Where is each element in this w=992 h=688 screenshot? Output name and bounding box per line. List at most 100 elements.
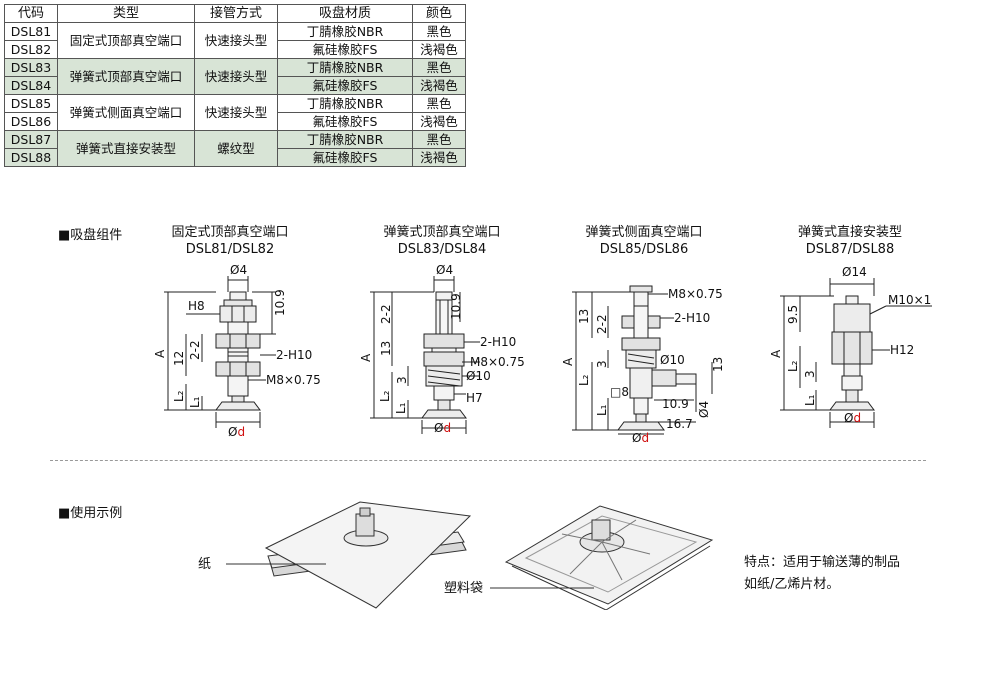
dia-4-label: Ø4 — [697, 401, 711, 418]
m8-label: M8×0.75 — [266, 373, 320, 387]
code-cell: DSL87 — [4, 130, 58, 149]
code-cell: DSL81 — [4, 22, 58, 41]
connection-cell: 螺纹型 — [194, 130, 278, 167]
connection-cell: 快速接头型 — [194, 58, 278, 95]
diameter-symbol: Ø — [844, 411, 853, 425]
dim-13b-label: 13 — [711, 357, 725, 372]
table-row: DSL81 固定式顶部真空端口 快速接头型 丁腈橡胶NBR 黑色 — [4, 22, 466, 59]
table-row: DSL87 弹簧式直接安装型 螺纹型 丁腈橡胶NBR 黑色 — [4, 130, 466, 167]
d-symbol: d — [641, 431, 649, 445]
dia-d-label: Ød — [844, 411, 861, 425]
type-cell: 固定式顶部真空端口 — [57, 22, 195, 59]
type-cell: 弹簧式顶部真空端口 — [57, 58, 195, 95]
dim-10-9-label: 10.9 — [449, 293, 463, 320]
dim-16-7-label: 16.7 — [666, 417, 693, 431]
diagram-title: 弹簧式直接安装型 — [797, 225, 902, 240]
l1-label: L₁ — [595, 404, 609, 416]
color-cell: 浅褐色 — [412, 148, 466, 167]
material-cell: 氟硅橡胶FS — [277, 76, 413, 95]
material-cell: 丁腈橡胶NBR — [277, 130, 413, 149]
dim-13-label: 13 — [379, 341, 393, 356]
spec-table: 代码 类型 接管方式 吸盘材质 颜色 DSL81 固定式顶部真空端口 快速接头型… — [4, 4, 466, 167]
code-cell: DSL83 — [4, 58, 58, 77]
diagram-title: 弹簧式顶部真空端口 — [383, 225, 501, 240]
l2-label: L₂ — [378, 390, 392, 402]
material-cell: 丁腈橡胶NBR — [277, 22, 413, 41]
diagram-fixed-top-port: Ø4 H8 10.9 A 12 2-2 2-H10 M8×0.75 L₂ L₁ … — [153, 263, 320, 439]
d-symbol: d — [853, 411, 861, 425]
h8-label: H8 — [188, 299, 205, 313]
h12-label: H12 — [890, 343, 914, 357]
dim-2-2-label: 2-2 — [379, 304, 393, 324]
dim-2-2-label: 2-2 — [188, 340, 202, 360]
dim-a-label: A — [769, 349, 783, 358]
usage-illustration: 纸 塑料袋 — [198, 501, 714, 610]
paper-label: 纸 — [198, 557, 211, 572]
d-symbol: d — [443, 421, 451, 435]
type-cell: 弹簧式侧面真空端口 — [57, 94, 195, 131]
table-row: DSL85 弹簧式侧面真空端口 快速接头型 丁腈橡胶NBR 黑色 — [4, 94, 466, 131]
diagram-codes: DSL85/DSL86 — [599, 242, 689, 257]
color-cell: 浅褐色 — [412, 76, 466, 95]
h10-label: 2-H10 — [276, 348, 312, 362]
code-cell: DSL86 — [4, 112, 58, 131]
header-material: 吸盘材质 — [277, 4, 413, 23]
l1-label: L₁ — [803, 394, 817, 406]
dim-13-label: 13 — [577, 309, 591, 324]
dim-3-label: 3 — [803, 370, 817, 378]
header-color: 颜色 — [412, 4, 466, 23]
dim-3-label: 3 — [395, 376, 409, 384]
table-header-row: 代码 类型 接管方式 吸盘材质 颜色 — [4, 4, 466, 23]
plastic-bag-stack — [504, 505, 714, 610]
header-connection: 接管方式 — [194, 4, 278, 23]
dia-d-label: Ød — [632, 431, 649, 445]
h7-label: H7 — [466, 391, 483, 405]
m10-label: M10×1 — [888, 293, 931, 307]
dim-3-label: 3 — [595, 360, 609, 368]
code-cell: DSL88 — [4, 148, 58, 167]
table-row: DSL83 弹簧式顶部真空端口 快速接头型 丁腈橡胶NBR 黑色 — [4, 58, 466, 95]
dim-10-9-label: 10.9 — [662, 397, 689, 411]
material-cell: 丁腈橡胶NBR — [277, 94, 413, 113]
feature-note-line-1: 特点：适用于输送薄的制品 — [744, 555, 901, 570]
paper-stack — [264, 501, 472, 609]
diagram-codes: DSL81/DSL82 — [185, 242, 275, 257]
color-cell: 黑色 — [412, 22, 466, 41]
section-divider — [50, 460, 926, 461]
m8-label: M8×0.75 — [470, 355, 525, 369]
dia-10-label: Ø10 — [660, 353, 685, 367]
l1-label: L₁ — [188, 396, 202, 408]
dim-a-label: A — [561, 357, 575, 366]
diagram-spring-top-port: Ø4 2-2 10.9 A 13 2-H10 M8×0.75 Ø10 3 H7 … — [359, 263, 525, 435]
dim-2-2-label: 2-2 — [595, 314, 609, 334]
l2-label: L₂ — [172, 390, 186, 402]
diameter-symbol: Ø — [228, 425, 237, 439]
diagram-3-title: 弹簧式侧面真空端口 DSL85/DSL86 — [564, 224, 724, 258]
dim-9-5-label: 9.5 — [786, 305, 800, 324]
diagram-2-title: 弹簧式顶部真空端口 DSL83/DSL84 — [362, 224, 522, 258]
diagram-spring-side-port: M8×0.75 2-H10 13 2-2 A 3 Ø10 13 □8 10.9 … — [561, 285, 725, 445]
dim-a-label: A — [153, 349, 167, 358]
square-8-label: □8 — [610, 385, 629, 399]
connection-cell: 快速接头型 — [194, 22, 278, 59]
plastic-bag-label: 塑料袋 — [444, 581, 483, 596]
color-cell: 黑色 — [412, 130, 466, 149]
l1-label: L₁ — [394, 402, 408, 414]
dia-d-label: Ød — [228, 425, 245, 439]
material-cell: 丁腈橡胶NBR — [277, 58, 413, 77]
dim-12-label: 12 — [172, 351, 186, 366]
table-row: DSL86 氟硅橡胶FS 浅褐色 — [4, 112, 466, 131]
color-cell: 黑色 — [412, 94, 466, 113]
d-symbol: d — [237, 425, 245, 439]
dia-top-label: Ø4 — [230, 263, 247, 277]
dia-top-label: Ø4 — [436, 263, 453, 277]
material-cell: 氟硅橡胶FS — [277, 148, 413, 167]
diagram-codes: DSL87/DSL88 — [805, 242, 895, 257]
dia-top-label: Ø14 — [842, 265, 867, 279]
diagram-1-title: 固定式顶部真空端口 DSL81/DSL82 — [150, 224, 310, 258]
color-cell: 浅褐色 — [412, 40, 466, 59]
connection-cell: 快速接头型 — [194, 94, 278, 131]
assembly-heading: ■吸盘组件 — [58, 228, 123, 243]
header-type: 类型 — [57, 4, 195, 23]
dim-10-9-label: 10.9 — [273, 289, 287, 316]
